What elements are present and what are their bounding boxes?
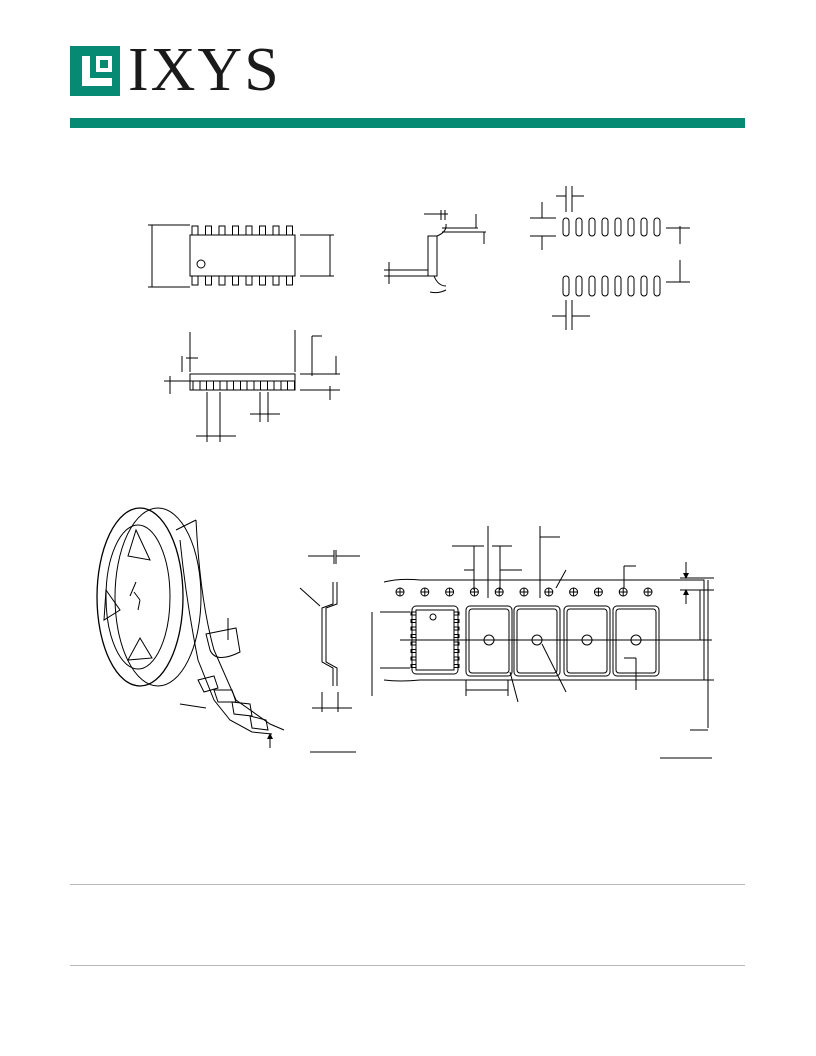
land-pad — [640, 217, 648, 237]
land-pad — [588, 217, 596, 237]
package-pin — [191, 225, 199, 236]
land-pad — [601, 217, 609, 237]
package-pin — [259, 225, 266, 236]
package-pin — [245, 275, 253, 286]
package-pin — [272, 275, 280, 286]
package-pin — [218, 225, 226, 236]
package-pin — [192, 380, 201, 391]
package-pin — [233, 380, 241, 391]
package-pin — [205, 225, 212, 236]
soic-16-lead-profile-view — [384, 210, 486, 294]
tape-pocket-inner — [468, 608, 510, 674]
land-pad — [562, 217, 570, 237]
package-pin — [206, 380, 214, 391]
tape-pocket — [465, 605, 513, 677]
recommended-pcb-land-pattern — [530, 186, 690, 330]
package-pin — [273, 380, 282, 391]
footer-rule-bottom — [70, 965, 745, 966]
package-pin — [286, 275, 293, 286]
land-pad — [653, 217, 661, 237]
tape-pocket-inner — [566, 608, 608, 674]
tape-pocket-inner — [516, 608, 558, 674]
land-pad — [562, 275, 570, 297]
package-pin — [218, 275, 226, 286]
package-pin — [191, 275, 199, 286]
package-pin — [287, 380, 295, 391]
land-pad — [614, 275, 622, 297]
tape-reel — [96, 507, 285, 748]
land-pad — [575, 275, 583, 297]
package-pin — [245, 225, 253, 236]
land-pad — [640, 275, 648, 297]
tape-pocket — [563, 605, 611, 677]
ixys-logo — [70, 46, 120, 96]
land-pad — [653, 275, 661, 297]
tape-pocket — [513, 605, 561, 677]
soic-16-package-side-view — [164, 330, 340, 442]
package-pin — [232, 275, 239, 286]
brand-wordmark: IXYS — [128, 36, 281, 104]
package-pin — [232, 225, 239, 236]
header-accent-bar — [70, 118, 745, 128]
land-pad — [575, 217, 583, 237]
package-pin — [259, 275, 266, 286]
land-pad — [614, 217, 622, 237]
carrier-tape-cross-section — [299, 550, 360, 753]
land-pad — [601, 275, 609, 297]
land-pad — [588, 275, 596, 297]
package-pin — [286, 225, 293, 236]
package-pin — [219, 380, 228, 391]
package-pin — [205, 275, 212, 286]
ixys-logo-mark — [70, 46, 120, 96]
package-pin — [272, 225, 280, 236]
footer-rule-top — [70, 884, 745, 885]
land-pad — [627, 275, 635, 297]
embossed-carrier-tape — [371, 526, 714, 759]
package-pin — [246, 380, 255, 391]
package-pin — [260, 380, 268, 391]
land-pad — [627, 217, 635, 237]
soic-16-package-top-view — [148, 224, 334, 288]
